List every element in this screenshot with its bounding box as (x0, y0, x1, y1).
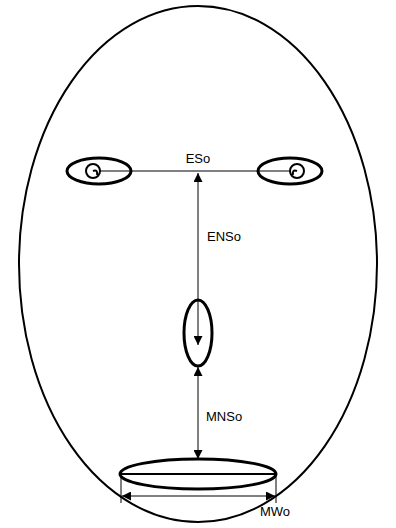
dimension-label: MWo (259, 504, 291, 519)
mouth-width-dimension (122, 496, 275, 497)
extension-line (276, 476, 277, 503)
mouth-nose-dimension (198, 367, 199, 459)
left-pupil (86, 164, 100, 178)
left-pupil-curl (93, 171, 97, 176)
mouth-line (121, 473, 275, 475)
dimension-label: MNSo (205, 409, 243, 424)
dimension-label: ESo (185, 151, 212, 166)
mouth (120, 459, 276, 489)
dimension-label: ENSo (206, 229, 242, 244)
eye-nose-dimension (198, 173, 199, 345)
face-outline (19, 6, 377, 522)
eye-span-line (99, 171, 290, 172)
extension-line (121, 476, 122, 503)
right-pupil-curl (293, 171, 297, 176)
right-pupil (290, 164, 304, 178)
